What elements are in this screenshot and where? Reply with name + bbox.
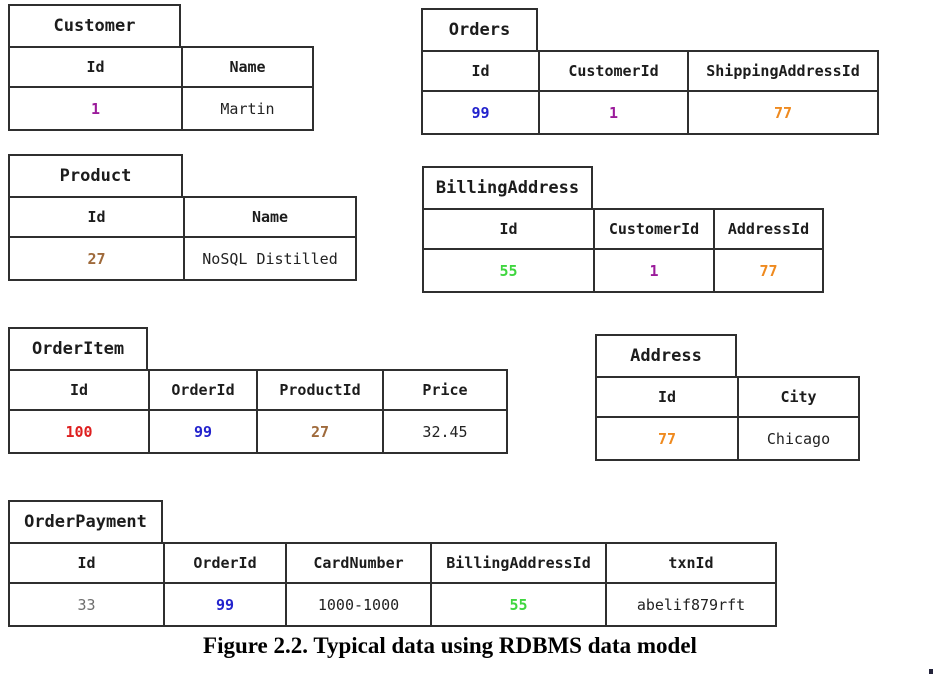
column-header: ShippingAddressId (687, 50, 879, 92)
table-title: Address (595, 334, 737, 376)
table-cell: 1 (8, 86, 183, 131)
column-header: CustomerId (538, 50, 689, 92)
table-cell: 99 (163, 582, 287, 627)
table-cell: NoSQL Distilled (183, 236, 357, 281)
column-header: CardNumber (285, 542, 432, 584)
table-cell: 55 (430, 582, 607, 627)
table-cell: 1 (538, 90, 689, 135)
column-header: City (737, 376, 860, 418)
column-header: Id (8, 542, 165, 584)
table-cell: Chicago (737, 416, 860, 461)
table-title: Product (8, 154, 183, 196)
table-cell: 99 (148, 409, 258, 454)
column-header: Id (422, 208, 595, 250)
table-cell: 1000-1000 (285, 582, 432, 627)
column-header: Price (382, 369, 508, 411)
table-title: OrderItem (8, 327, 148, 369)
column-header: CustomerId (593, 208, 715, 250)
column-header: BillingAddressId (430, 542, 607, 584)
column-header: txnId (605, 542, 777, 584)
table-cell: 77 (687, 90, 879, 135)
table-cell: 33 (8, 582, 165, 627)
column-header: ProductId (256, 369, 384, 411)
column-header: AddressId (713, 208, 824, 250)
table-cell: 32.45 (382, 409, 508, 454)
table-cell: Martin (181, 86, 314, 131)
column-header: Id (595, 376, 739, 418)
table-cell: 99 (421, 90, 540, 135)
table-cell: 77 (713, 248, 824, 293)
table-cell: 100 (8, 409, 150, 454)
column-header: Id (8, 369, 150, 411)
column-header: OrderId (163, 542, 287, 584)
table-cell: 27 (256, 409, 384, 454)
column-header: Id (421, 50, 540, 92)
column-header: Id (8, 46, 183, 88)
table-title: Orders (421, 8, 538, 50)
column-header: Id (8, 196, 185, 238)
table-title: BillingAddress (422, 166, 593, 208)
column-header: Name (181, 46, 314, 88)
table-title: OrderPayment (8, 500, 163, 542)
table-cell: 77 (595, 416, 739, 461)
figure-caption: Figure 2.2. Typical data using RDBMS dat… (203, 633, 697, 658)
column-header: Name (183, 196, 357, 238)
column-header: OrderId (148, 369, 258, 411)
table-cell: 1 (593, 248, 715, 293)
table-cell: 27 (8, 236, 185, 281)
table-cell: abelif879rft (605, 582, 777, 627)
table-cell: 55 (422, 248, 595, 293)
scan-artifact-dot (929, 669, 933, 674)
table-title: Customer (8, 4, 181, 46)
